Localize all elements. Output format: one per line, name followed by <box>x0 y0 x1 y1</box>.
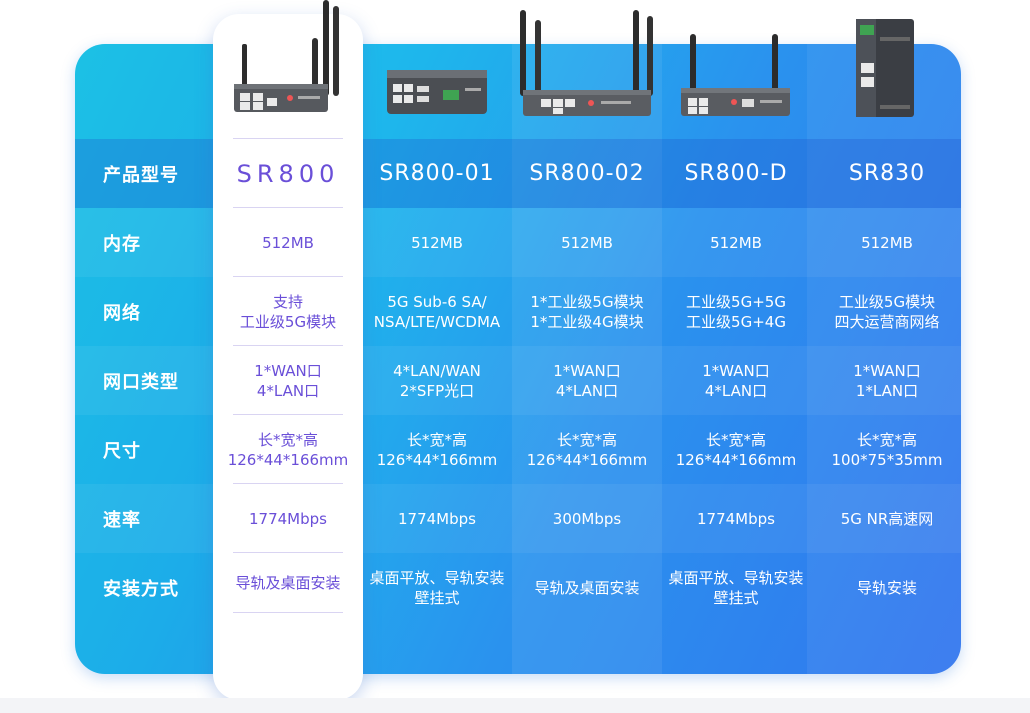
ports-cell: 4*LAN/WAN 2*SFP光口 <box>393 361 481 400</box>
mount-cell: 桌面平放、导轨安装 壁挂式 <box>668 568 804 607</box>
row-label-network: 网络 <box>103 302 141 324</box>
speed-cell-highlight: 1774Mbps <box>249 509 327 528</box>
row-label-ports: 网口类型 <box>103 371 179 393</box>
router-4-antenna-icon <box>234 0 339 112</box>
row-label-mount: 安装方式 <box>103 578 179 600</box>
divider <box>233 207 343 208</box>
network-cell: 5G Sub-6 SA/ NSA/LTE/WCDMA <box>373 292 501 331</box>
network-cell-highlight: 支持 工业级5G模块 <box>239 292 337 331</box>
memory-cell: 512MB <box>861 233 913 252</box>
model-cell: SR830 <box>848 160 926 186</box>
row-label-memory: 内存 <box>103 233 141 255</box>
divider <box>233 345 343 346</box>
label-column-band <box>75 44 213 674</box>
divider <box>233 483 343 484</box>
comparison-panel: 产品型号 内存 网络 网口类型 尺寸 速率 安装方式 SR800-01 512M… <box>75 44 961 674</box>
memory-cell-highlight: 512MB <box>262 233 314 252</box>
row-label-model: 产品型号 <box>103 164 179 186</box>
floor-shadow <box>0 698 1030 713</box>
size-cell-highlight: 长*宽*高 126*44*166mm <box>227 430 349 469</box>
size-cell: 长*宽*高 126*44*166mm <box>526 430 648 469</box>
speed-cell: 300Mbps <box>552 509 622 528</box>
network-cell: 工业级5G模块 四大运营商网络 <box>834 292 940 331</box>
mount-cell: 桌面平放、导轨安装 壁挂式 <box>369 568 505 607</box>
speed-cell: 1774Mbps <box>697 509 775 528</box>
mount-cell: 导轨及桌面安装 <box>534 578 640 597</box>
row-label-speed: 速率 <box>103 509 141 531</box>
divider <box>233 414 343 415</box>
divider <box>233 552 343 553</box>
speed-cell: 5G NR高速网 <box>840 509 934 528</box>
ports-cell: 1*WAN口 4*LAN口 <box>553 361 621 400</box>
router-4-antenna-icon <box>520 10 653 116</box>
divider <box>233 276 343 277</box>
model-cell: SR800-02 <box>529 160 645 186</box>
network-cell: 1*工业级5G模块 1*工业级4G模块 <box>530 292 644 331</box>
model-cell: SR800-D <box>684 160 788 186</box>
divider <box>233 612 343 613</box>
highlight-card <box>213 14 363 700</box>
ports-cell: 1*WAN口 1*LAN口 <box>853 361 921 400</box>
mount-cell-highlight: 导轨及桌面安装 <box>235 573 341 592</box>
memory-cell: 512MB <box>411 233 463 252</box>
din-rail-router-icon <box>856 19 914 117</box>
divider <box>233 138 343 139</box>
memory-cell: 512MB <box>710 233 762 252</box>
column-band <box>807 44 961 674</box>
router-box-icon <box>387 70 487 114</box>
size-cell: 长*宽*高 126*44*166mm <box>675 430 797 469</box>
column-band <box>512 44 662 674</box>
mount-cell: 导轨安装 <box>856 578 917 597</box>
router-2-antenna-icon <box>681 34 790 116</box>
network-cell: 工业级5G+5G 工业级5G+4G <box>686 292 786 331</box>
size-cell: 长*宽*高 126*44*166mm <box>376 430 498 469</box>
size-cell: 长*宽*高 100*75*35mm <box>831 430 943 469</box>
ports-cell-highlight: 1*WAN口 4*LAN口 <box>254 361 322 400</box>
memory-cell: 512MB <box>561 233 613 252</box>
ports-cell: 1*WAN口 4*LAN口 <box>702 361 770 400</box>
speed-cell: 1774Mbps <box>398 509 476 528</box>
model-cell-highlight: SR800 <box>236 159 340 188</box>
model-cell: SR800-01 <box>379 160 495 186</box>
row-label-size: 尺寸 <box>103 440 141 462</box>
